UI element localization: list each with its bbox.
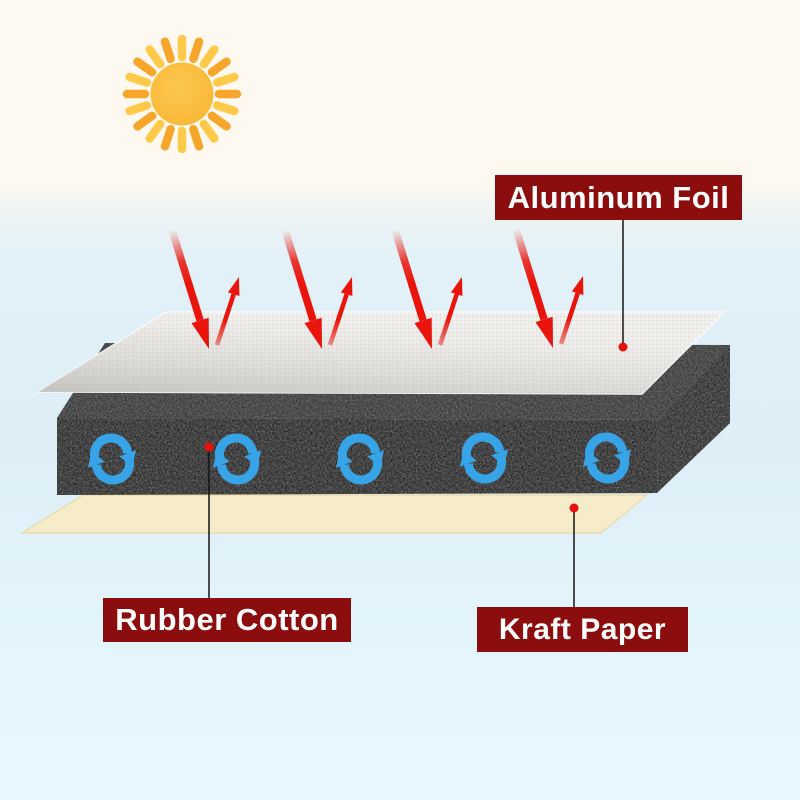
kraft-paper-layer xyxy=(19,494,649,534)
aluminum-foil-dot xyxy=(618,342,628,352)
leader-lines xyxy=(208,220,624,607)
leader-dots xyxy=(204,342,628,513)
rubber-cotton-label: Rubber Cotton xyxy=(103,598,351,642)
sun-disc xyxy=(150,62,214,126)
sun-rays xyxy=(122,34,242,154)
kraft-paper-label: Kraft Paper xyxy=(477,607,688,652)
aluminum-foil-layer xyxy=(35,311,726,395)
foam-side-face xyxy=(657,345,730,493)
sun-icon xyxy=(122,34,242,154)
foam-front-face xyxy=(57,418,658,495)
rubber-cotton-dot xyxy=(204,442,214,452)
kraft-paper-dot xyxy=(569,503,579,513)
aluminum-foil-label: Aluminum Foil xyxy=(495,175,742,220)
